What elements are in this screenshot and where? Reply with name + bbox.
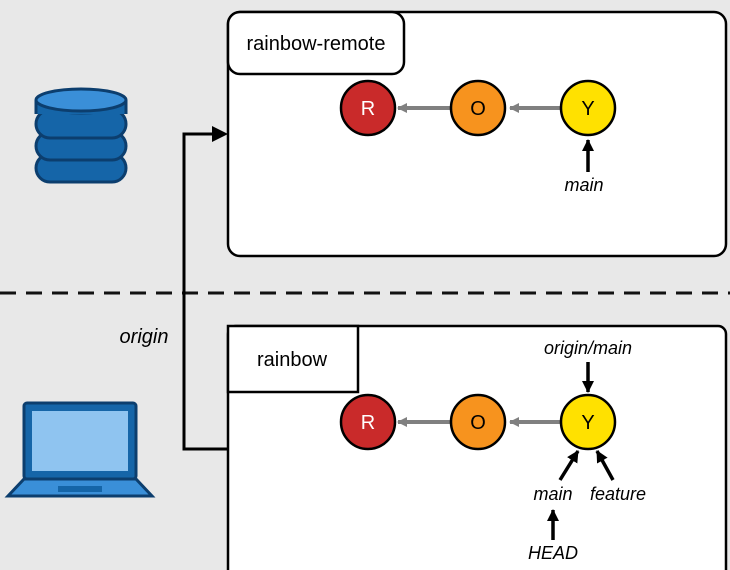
local-commit-r: R [339, 393, 397, 451]
remote-commit-r: R [339, 79, 397, 137]
local-title-tab [226, 324, 360, 394]
database-icon [34, 87, 128, 184]
local-commit-o-label: O [470, 412, 486, 434]
local-commit-y: Y [559, 393, 617, 451]
local-feature-ref: feature [590, 484, 646, 504]
laptop-icon [4, 401, 156, 498]
local-origin-main-ref: origin/main [544, 338, 632, 358]
local-title: rainbow [257, 349, 328, 371]
local-commit-r-label: R [361, 412, 375, 434]
local-main-ref: main [533, 484, 572, 504]
remote-title-tab [226, 10, 406, 76]
local-feature-ref-arrow [595, 450, 615, 481]
remote-title: rainbow-remote [247, 33, 386, 55]
remote-commit-y-label: Y [581, 98, 594, 120]
origin-connection [182, 126, 230, 451]
local-head-ref: HEAD [528, 543, 578, 563]
origin-label: origin [120, 326, 169, 348]
local-commit-o: O [449, 393, 507, 451]
remote-commit-y: Y [559, 79, 617, 137]
remote-commit-r-label: R [361, 98, 375, 120]
local-commit-y-label: Y [581, 412, 594, 434]
remote-commit-o-label: O [470, 98, 486, 120]
local-main-ref-arrow [558, 450, 580, 481]
remote-main-ref: main [564, 175, 603, 195]
remote-commit-o: O [449, 79, 507, 137]
